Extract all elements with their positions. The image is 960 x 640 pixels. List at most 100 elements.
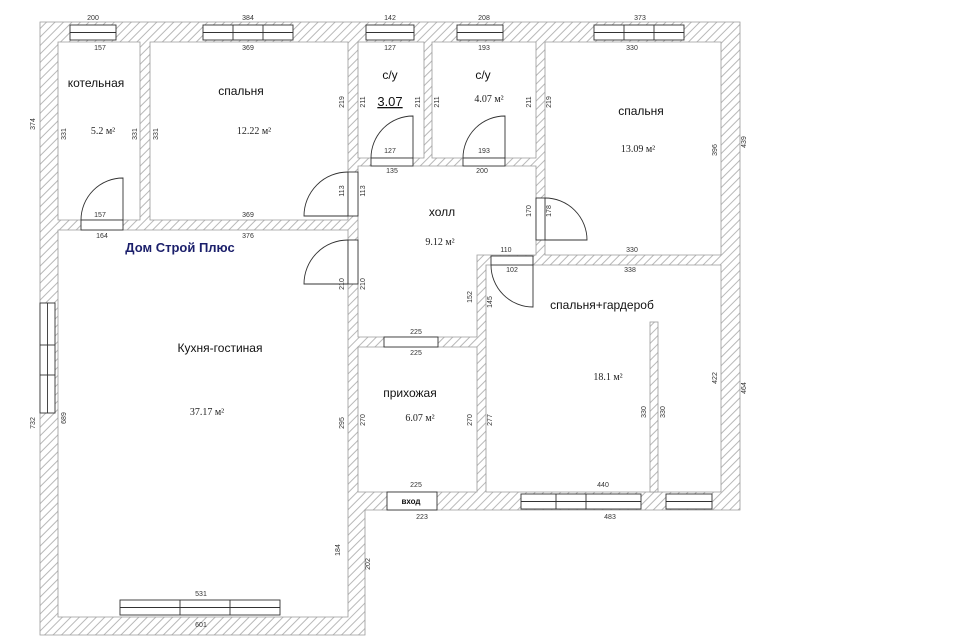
room-kitchen-name: Кухня-гостиная bbox=[178, 341, 263, 355]
dimension-label: 338 bbox=[624, 267, 636, 274]
room-kitchen-area: 37.17 м² bbox=[190, 407, 224, 418]
room-bedroom1-name: спальня bbox=[218, 84, 264, 98]
doors bbox=[80, 115, 588, 511]
dimension-label: 373 bbox=[634, 15, 646, 22]
dimension-labels: 200 157 384 369 142 127 208 193 373 330 … bbox=[87, 15, 646, 629]
entrance-door bbox=[386, 491, 438, 511]
dimension-label: 732 bbox=[30, 417, 37, 429]
door-kitchen-swing bbox=[303, 239, 349, 285]
dimension-label: 396 bbox=[712, 144, 719, 156]
dimension-label: 152 bbox=[467, 291, 474, 303]
room-boiler-area: 5.2 м² bbox=[91, 126, 115, 137]
door-kitchen bbox=[347, 239, 359, 285]
door-wc1 bbox=[370, 157, 414, 167]
room-wc2-area: 4.07 м² bbox=[474, 94, 503, 105]
dimension-label: 193 bbox=[478, 45, 490, 52]
dimension-label: 440 bbox=[597, 482, 609, 489]
room-labels: котельная 5.2 м² спальня 12.22 м² с/у 3.… bbox=[68, 68, 664, 506]
room-wc1-name: с/у bbox=[382, 68, 397, 82]
wardrobe-partition bbox=[649, 321, 659, 493]
room-hall-area: 9.12 м² bbox=[425, 237, 454, 248]
dimension-label: 225 bbox=[410, 482, 422, 489]
dimension-label: 330 bbox=[626, 45, 638, 52]
dimension-label: 211 bbox=[526, 96, 533, 107]
dimension-label: 164 bbox=[96, 233, 108, 240]
windows bbox=[39, 24, 713, 616]
dimension-labels-vertical: 374 331 331 331 219 211 211 211 211 219 … bbox=[30, 96, 748, 570]
dimension-label: 270 bbox=[467, 414, 474, 426]
dimension-label: 210 bbox=[339, 278, 346, 290]
dimension-label: 223 bbox=[416, 514, 428, 521]
dimension-label: 439 bbox=[741, 136, 748, 148]
room-bedroom3-area: 18.1 м² bbox=[593, 372, 622, 383]
dimension-label: 331 bbox=[153, 128, 160, 140]
dimension-label: 157 bbox=[94, 45, 106, 52]
dimension-label: 295 bbox=[339, 417, 346, 429]
dimension-label: 211 bbox=[360, 96, 367, 107]
room-wc2-name: с/у bbox=[475, 68, 490, 82]
dimension-label: 202 bbox=[365, 558, 372, 570]
dimension-label: 211 bbox=[434, 96, 441, 107]
door-hall-entry bbox=[383, 336, 439, 348]
door-bedroom2 bbox=[535, 197, 546, 241]
dimension-label: 689 bbox=[61, 412, 68, 424]
door-bedroom3-swing bbox=[490, 264, 534, 308]
dimension-label: 102 bbox=[506, 267, 518, 274]
dimension-label: 193 bbox=[478, 148, 490, 155]
room-bedroom1-area: 12.22 м² bbox=[237, 126, 271, 137]
dimension-label: 225 bbox=[410, 350, 422, 357]
dimension-label: 330 bbox=[660, 406, 667, 418]
dimension-label: 200 bbox=[87, 15, 99, 22]
dimension-label: 211 bbox=[415, 96, 422, 107]
dimension-label: 531 bbox=[195, 591, 207, 598]
dimension-label: 110 bbox=[500, 247, 511, 254]
door-wc1-swing bbox=[370, 115, 414, 159]
dimension-label: 369 bbox=[242, 212, 254, 219]
dimension-label: 113 bbox=[339, 185, 346, 196]
dimension-label: 157 bbox=[94, 212, 106, 219]
room-bedroom2-name: спальня bbox=[618, 104, 664, 118]
dimension-label: 113 bbox=[360, 185, 367, 196]
dimension-label: 127 bbox=[384, 148, 396, 155]
dimension-label: 200 bbox=[476, 168, 488, 175]
entrance-label: вход bbox=[401, 497, 420, 506]
room-bedroom3-name: спальня+гардероб bbox=[550, 298, 654, 312]
dimension-label: 369 bbox=[242, 45, 254, 52]
room-hall-name: холл bbox=[429, 205, 455, 219]
dimension-label: 142 bbox=[384, 15, 396, 22]
brand-label: Дом Строй Плюс bbox=[125, 240, 234, 255]
dimension-label: 483 bbox=[604, 514, 616, 521]
door-bedroom2-swing bbox=[544, 197, 588, 241]
room-entryway-area: 6.07 м² bbox=[405, 413, 434, 424]
door-boiler-swing bbox=[80, 177, 124, 221]
room-bedroom2-area: 13.09 м² bbox=[621, 144, 655, 155]
room-boiler-name: котельная bbox=[68, 76, 124, 90]
dimension-label: 464 bbox=[741, 382, 748, 394]
dimension-label: 601 bbox=[195, 622, 207, 629]
dimension-label: 330 bbox=[626, 247, 638, 254]
dimension-label: 331 bbox=[132, 128, 139, 140]
door-wc2-swing bbox=[462, 115, 506, 159]
dimension-label: 184 bbox=[335, 544, 342, 556]
door-bedroom1-swing bbox=[303, 171, 349, 217]
dimension-label: 210 bbox=[360, 278, 367, 290]
room-wc1-area: 3.07 bbox=[377, 94, 402, 109]
dimension-label: 422 bbox=[712, 372, 719, 384]
dimension-label: 384 bbox=[242, 15, 254, 22]
dimension-label: 374 bbox=[30, 118, 37, 130]
dimension-label: 135 bbox=[386, 168, 398, 175]
dimension-label: 178 bbox=[546, 205, 553, 217]
dimension-label: 270 bbox=[360, 414, 367, 426]
dimension-label: 331 bbox=[61, 128, 68, 140]
door-wc2 bbox=[462, 157, 506, 167]
door-boiler bbox=[80, 219, 124, 231]
dimension-label: 208 bbox=[478, 15, 490, 22]
room-entryway-name: прихожая bbox=[383, 386, 436, 400]
dimension-label: 219 bbox=[339, 96, 346, 108]
door-bedroom1 bbox=[347, 171, 359, 217]
door-bedroom3 bbox=[490, 255, 534, 266]
walls bbox=[39, 21, 741, 636]
dimension-label: 219 bbox=[546, 96, 553, 108]
dimension-label: 376 bbox=[242, 233, 254, 240]
